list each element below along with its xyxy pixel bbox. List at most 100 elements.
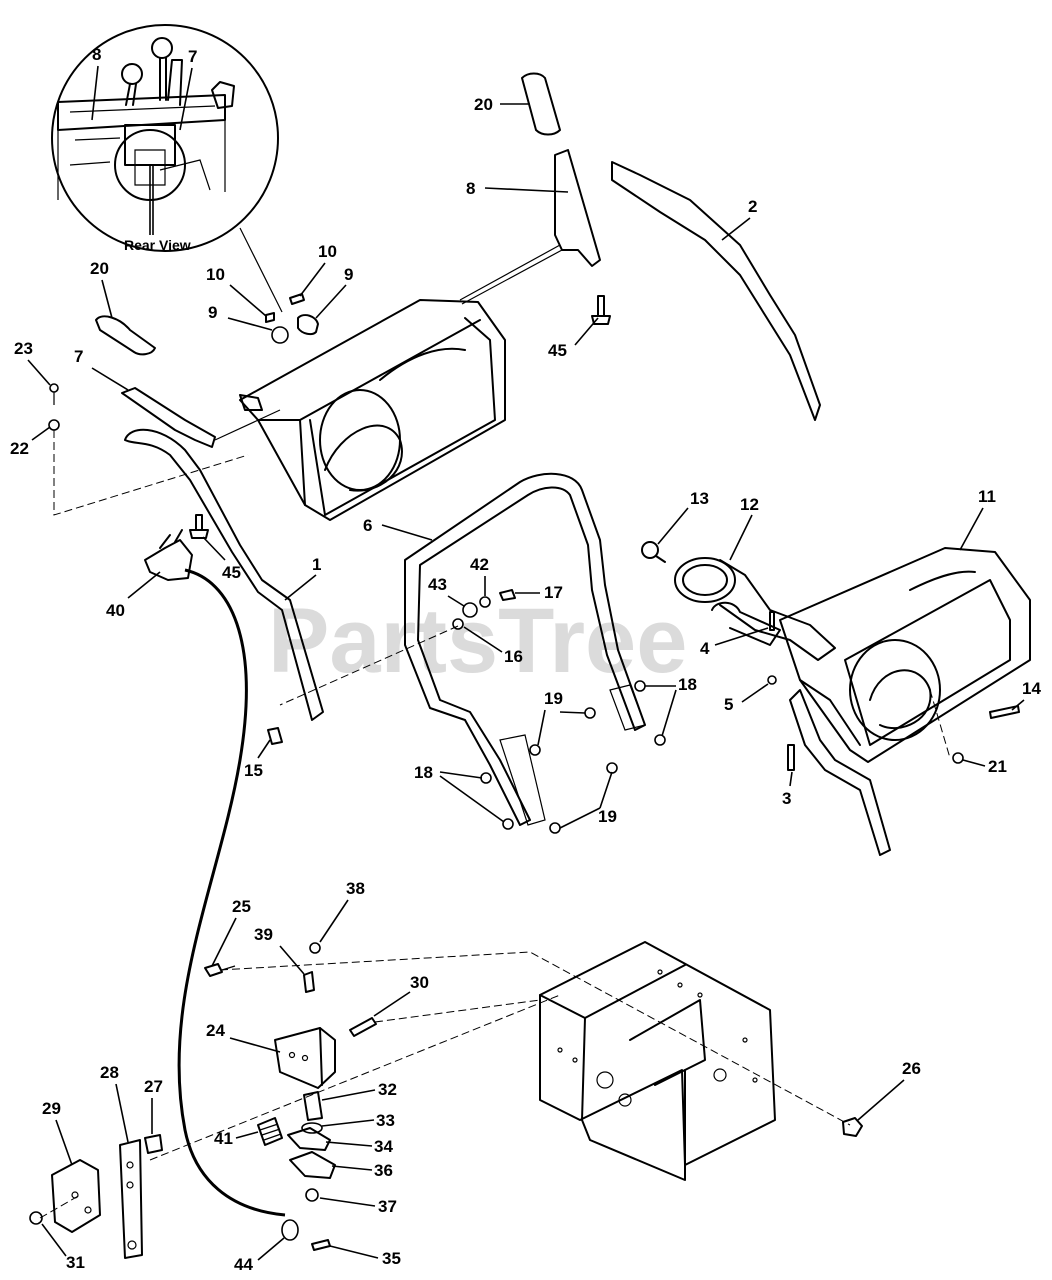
label-21: 21	[988, 757, 1007, 776]
spring-41	[257, 1117, 283, 1146]
label-36: 36	[374, 1161, 393, 1180]
label-28: 28	[100, 1063, 119, 1082]
label-15: 15	[244, 761, 263, 780]
nut-26	[842, 1117, 863, 1137]
leader-2	[721, 217, 751, 241]
leader-21	[962, 759, 986, 767]
leader-5	[741, 683, 769, 703]
leader-13	[657, 507, 689, 545]
leader-9-left	[227, 317, 273, 331]
grommet-44	[281, 1219, 299, 1241]
leader-36	[331, 1165, 373, 1171]
bolt-18a	[480, 772, 492, 784]
assembly-line-25-26	[219, 951, 851, 1126]
nut-19b	[529, 744, 541, 756]
leader-19-upper	[537, 709, 586, 746]
spring-41-coils	[259, 1123, 282, 1141]
leader-33	[321, 1119, 375, 1127]
plate-34	[287, 1127, 331, 1151]
leader-45-upper	[574, 317, 599, 346]
leader-10-left	[229, 284, 267, 317]
bolt-39	[303, 971, 315, 993]
label-42: 42	[470, 555, 489, 574]
nut-19c	[606, 762, 618, 774]
label-38: 38	[346, 879, 365, 898]
inset-pointer-line	[149, 165, 154, 235]
screw-14	[989, 705, 1020, 719]
label-41: 41	[214, 1129, 233, 1148]
inset-bracket	[211, 81, 235, 109]
leader-43	[447, 595, 465, 607]
leader-29	[55, 1119, 73, 1166]
label-14: 14	[1022, 679, 1041, 698]
washer-33	[301, 1122, 323, 1134]
nut-19a	[584, 707, 596, 719]
label-25: 25	[232, 897, 251, 916]
label-45-upper: 45	[548, 341, 567, 360]
assembly-line-31	[39, 1194, 81, 1219]
label-20: 20	[474, 95, 493, 114]
plate-29	[51, 1159, 101, 1233]
pin-4	[769, 611, 775, 631]
handle-2	[611, 161, 821, 421]
leader-4	[714, 627, 769, 646]
leader-39	[279, 945, 305, 975]
label-9-right: 9	[344, 265, 353, 284]
assembly-line-22	[53, 430, 249, 516]
leader-35	[329, 1245, 379, 1259]
leader-22	[31, 426, 51, 441]
leader-30	[373, 991, 411, 1017]
watermark: PartsTree	[268, 590, 687, 692]
bushing-9	[297, 314, 319, 336]
leader-7	[91, 367, 129, 391]
label-7: 7	[74, 347, 83, 366]
inset-shift-knob	[121, 63, 143, 106]
inset-circle	[51, 24, 279, 252]
label-16: 16	[504, 647, 523, 666]
label-40: 40	[106, 601, 125, 620]
rear-view-inset: Rear View 8 7	[51, 24, 279, 253]
label-8: 8	[466, 179, 475, 198]
leader-20-left	[101, 279, 113, 319]
label-31: 31	[66, 1253, 85, 1272]
pin-23	[49, 383, 59, 393]
bracket-6-left	[499, 734, 546, 826]
bolt-18b	[502, 818, 514, 830]
leader-8-inset	[91, 65, 99, 121]
label-4: 4	[700, 639, 710, 658]
nut-42	[479, 596, 491, 608]
label-34: 34	[374, 1137, 393, 1156]
assembly-line-16	[279, 625, 459, 706]
label-18-right: 18	[678, 675, 697, 694]
inset-panel	[57, 94, 226, 201]
leader-18-right	[645, 685, 677, 737]
grip-20-upper	[521, 72, 561, 136]
label-24: 24	[206, 1021, 225, 1040]
label-9-left: 9	[208, 303, 217, 322]
label-22: 22	[10, 439, 29, 458]
label-27: 27	[144, 1077, 163, 1096]
bolt-45-upper	[591, 295, 611, 325]
inset-lever	[151, 37, 183, 106]
nut-31	[29, 1211, 43, 1225]
label-29: 29	[42, 1099, 61, 1118]
leader-8	[484, 187, 569, 193]
leader-37	[319, 1197, 376, 1207]
label-18-left: 18	[414, 763, 433, 782]
pin-10b	[289, 293, 305, 305]
leader-44	[257, 1237, 285, 1261]
label-1: 1	[312, 555, 321, 574]
inset-caption: Rear View	[124, 237, 191, 253]
label-11: 11	[978, 487, 996, 506]
cable-40	[144, 529, 286, 1217]
leader-6	[381, 524, 433, 541]
leader-1	[284, 574, 317, 601]
housing-bracket	[539, 941, 776, 1181]
label-30: 30	[410, 973, 429, 992]
label-19-lower: 19	[598, 807, 617, 826]
cap-38	[309, 942, 321, 954]
screw-35	[311, 1239, 331, 1251]
headlight-12	[674, 557, 836, 661]
pin-10a	[265, 312, 275, 323]
